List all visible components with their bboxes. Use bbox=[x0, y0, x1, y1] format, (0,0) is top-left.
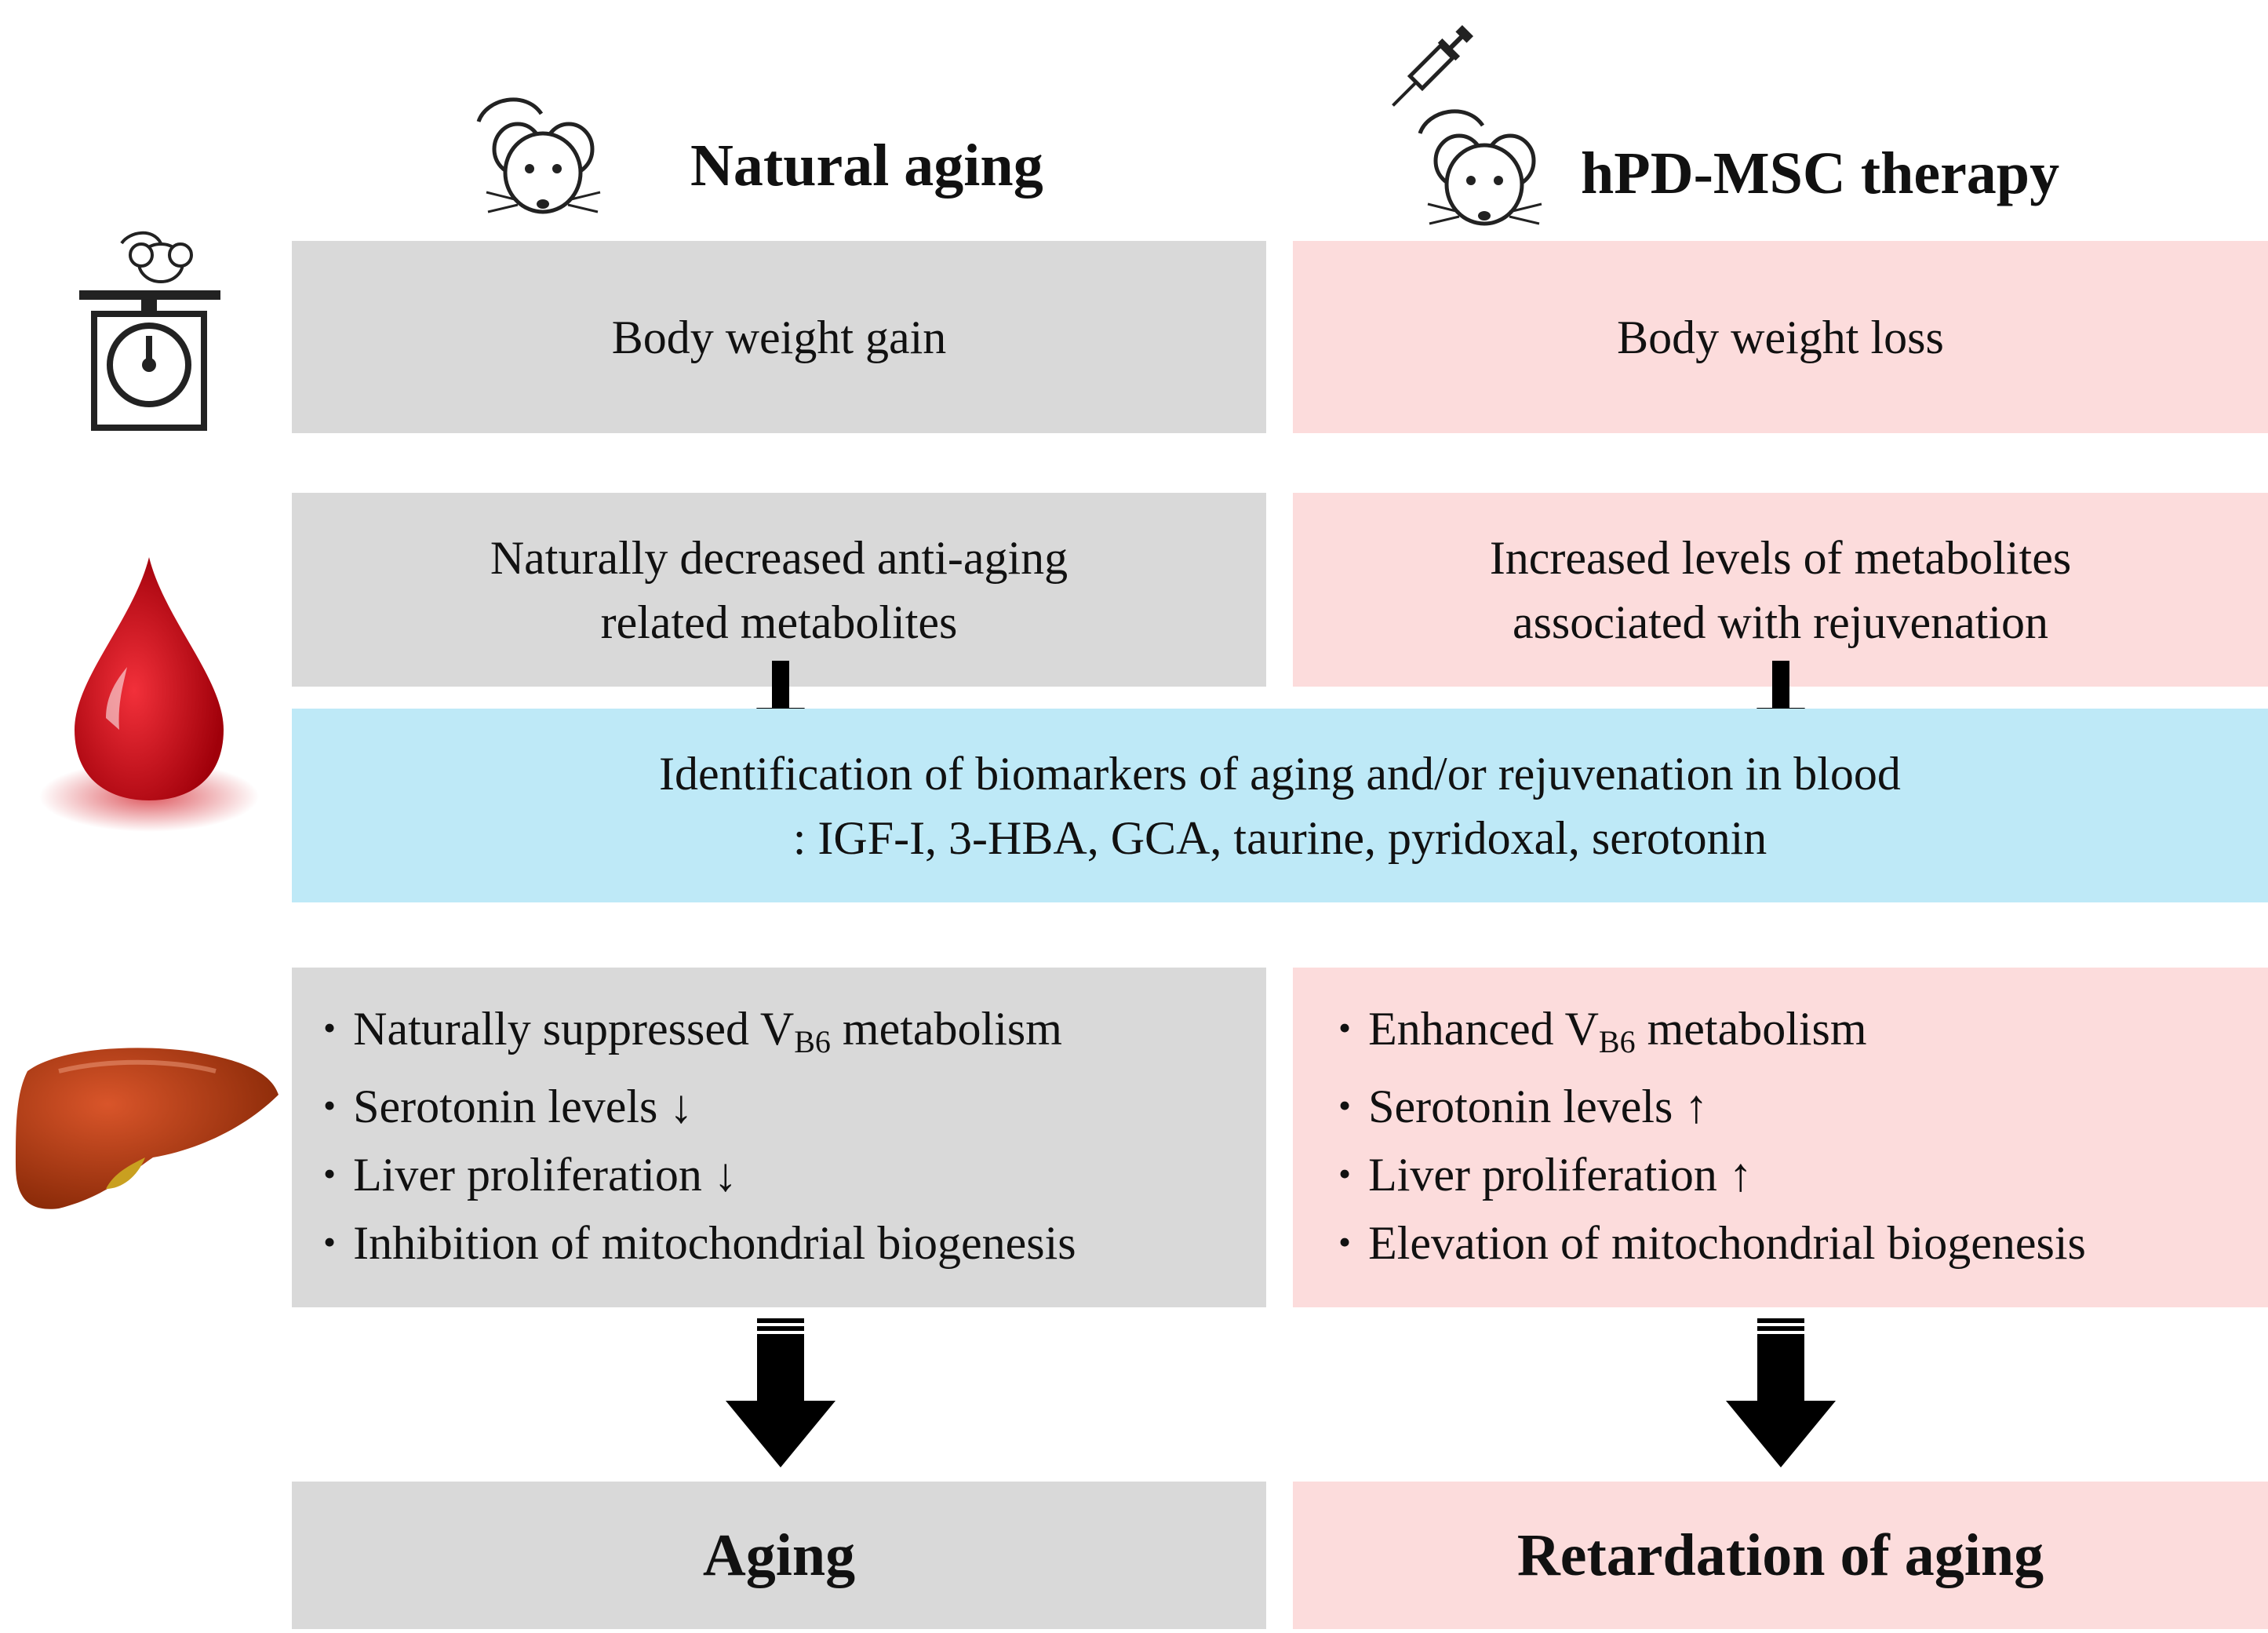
box-natural-liver-effects: Naturally suppressed VB6 metabolism Sero… bbox=[292, 968, 1266, 1307]
scale-icon bbox=[79, 231, 220, 431]
syringe-icon bbox=[1392, 24, 1474, 107]
body-weight-gain-text: Body weight gain bbox=[611, 311, 947, 363]
aging-outcome-text: Aging bbox=[702, 1522, 856, 1588]
list-item: Elevation of mitochondrial biogenesis bbox=[1338, 1211, 2086, 1279]
box-aging-outcome: Aging bbox=[292, 1482, 1266, 1629]
box-decreased-metabolites: Naturally decreased anti-aging related m… bbox=[292, 493, 1266, 687]
list-item: Liver proliferation ↑ bbox=[1338, 1143, 2086, 1211]
list-item: Serotonin levels ↑ bbox=[1338, 1074, 2086, 1143]
biomarker-line1: Identification of biomarkers of aging an… bbox=[659, 747, 1901, 800]
box-retardation-outcome: Retardation of aging bbox=[1293, 1482, 2268, 1629]
box-body-weight-loss: Body weight loss bbox=[1293, 241, 2268, 433]
biomarker-line2: : IGF-I, 3-HBA, GCA, taurine, pyridoxal,… bbox=[792, 811, 1767, 864]
natural-effects-list: Naturally suppressed VB6 metabolism Sero… bbox=[323, 997, 1076, 1279]
header-hpd-msc-therapy: hPD-MSC therapy bbox=[1581, 140, 2060, 206]
box-biomarker-identification: Identification of biomarkers of aging an… bbox=[292, 709, 2268, 902]
mouse-icon bbox=[476, 97, 601, 214]
box-therapy-liver-effects: Enhanced VB6 metabolism Serotonin levels… bbox=[1293, 968, 2268, 1307]
decreased-metabolites-line2: related metabolites bbox=[600, 596, 958, 648]
box-increased-metabolites: Increased levels of metabolites associat… bbox=[1293, 493, 2268, 687]
list-item: Enhanced VB6 metabolism bbox=[1338, 997, 2086, 1074]
mouse-icon bbox=[1418, 109, 1542, 226]
decreased-metabolites-line1: Naturally decreased anti-aging bbox=[490, 531, 1068, 584]
down-arrow-icon bbox=[726, 1318, 835, 1467]
therapy-effects-list: Enhanced VB6 metabolism Serotonin levels… bbox=[1338, 997, 2086, 1279]
header-natural-aging: Natural aging bbox=[690, 133, 1043, 199]
retardation-outcome-text: Retardation of aging bbox=[1516, 1522, 2044, 1588]
box-body-weight-gain: Body weight gain bbox=[292, 241, 1266, 433]
liver-icon bbox=[16, 1048, 278, 1209]
blood-drop-icon bbox=[39, 557, 259, 832]
list-item: Naturally suppressed VB6 metabolism bbox=[323, 997, 1076, 1074]
down-arrow-icon bbox=[1726, 1318, 1836, 1467]
increased-metabolites-line1: Increased levels of metabolites bbox=[1489, 531, 2072, 584]
list-item: Serotonin levels ↓ bbox=[323, 1074, 1076, 1143]
list-item: Inhibition of mitochondrial biogenesis bbox=[323, 1211, 1076, 1279]
body-weight-loss-text: Body weight loss bbox=[1617, 311, 1944, 363]
increased-metabolites-line2: associated with rejuvenation bbox=[1512, 596, 2049, 648]
list-item: Liver proliferation ↓ bbox=[323, 1143, 1076, 1211]
